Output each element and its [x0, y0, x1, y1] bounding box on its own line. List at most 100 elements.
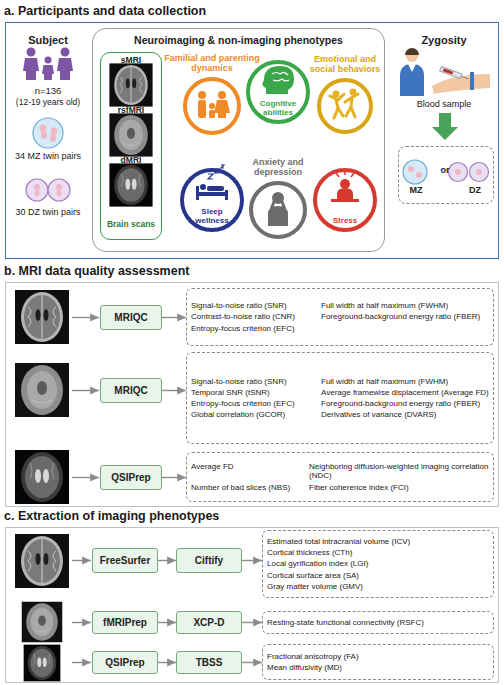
scan-thumbnails [109, 63, 152, 206]
metric-item: Neighboring diffusion-weighted imaging c… [309, 462, 489, 480]
subject-icon [23, 48, 73, 81]
zygosity-box: MZorDZ [398, 146, 494, 204]
info-label: Subject [8, 34, 88, 46]
panel-heading: c. Extraction of imaging phenotypes [4, 509, 219, 523]
metric-item: Global correlation (GCOR) [191, 410, 315, 419]
mz-twin-icon [33, 118, 63, 148]
metric-item: Full width at half maximum (FWHM) [321, 377, 489, 386]
flow-arrow [242, 560, 262, 561]
metric-item: Foreground-background energy ratio (FBER… [321, 399, 489, 408]
process-label: Ciftify [195, 555, 223, 566]
phenotype-label: Anxiety and depression [228, 158, 328, 178]
metric-item: Foreground-background energy ratio (FBER… [321, 312, 489, 321]
process-label: QSIPrep [105, 657, 144, 668]
process-box: MRIQC [100, 305, 162, 330]
process-box: TBSS [176, 651, 242, 674]
phenotype-circle: Cognitive abilities [246, 60, 310, 124]
metric-item: Mean diffusivity (MD) [267, 663, 489, 672]
panel-frame: b. MRI data quality assessmentMRIQCSigna… [5, 282, 499, 507]
info-label: 34 MZ twin pairs [8, 152, 88, 162]
flow-arrow [432, 113, 458, 140]
phenotype-circle: Emotional and social behaviors [317, 78, 373, 134]
metric-item: Derivatives of variance (DVARS) [321, 410, 489, 419]
process-label: fMRIPrep [103, 617, 147, 628]
process-box: fMRIPrep [92, 611, 158, 634]
metric-item: Contrast-to-noise ratio (CNR) [191, 312, 315, 321]
info-label: n=136 [8, 86, 88, 96]
process-box: FreeSurfer [92, 548, 158, 573]
metric-item: Resting-state functional connectivity (R… [267, 618, 489, 627]
metrics-box: Signal-to-noise ratio (SNR) Full width at… [186, 352, 494, 444]
phenotype-label: Emotional and social behaviors [305, 55, 385, 75]
info-label: Zygosity [392, 34, 496, 46]
flow-arrow [158, 622, 176, 623]
scan-label: rsfMRI [101, 105, 161, 115]
group-heading: Neuroimaging & non-imaging phenotypes [93, 34, 384, 46]
metric-item: Gray matter volume (GMV) [267, 582, 489, 591]
flow-arrow [162, 390, 186, 391]
metric-item: Entropy-focus criterion (EFC) [191, 399, 315, 408]
process-label: TBSS [196, 657, 223, 668]
metrics-box: Average FDNeighboring diffusion-weighted… [186, 452, 494, 502]
cognition-icon [262, 66, 294, 94]
mri-thumbnails [15, 290, 69, 681]
metric-item: Entropy-focus criterion (EFC) [191, 324, 315, 333]
process-label: MRIQC [114, 312, 147, 323]
flow-arrow [242, 622, 262, 623]
metric-item: Signal-to-noise ratio (SNR) [191, 301, 315, 310]
scan-group-box: sMRI rsfMRI dMRI Brain scans [100, 52, 162, 240]
metric-item: Temporal SNR (tSNR) [191, 388, 315, 397]
metrics-box: Resting-state functional connectivity (R… [262, 611, 494, 634]
phenotype-circle: Stress [313, 168, 377, 232]
scan-label: Brain scans [101, 219, 161, 229]
process-box: XCP-D [176, 611, 242, 634]
process-box: QSIPrep [92, 651, 158, 674]
anxiety-icon [268, 192, 288, 226]
phenotype-label: Stress [319, 217, 370, 225]
info-label: 30 DZ twin pairs [8, 208, 88, 218]
circle-ring [248, 62, 308, 122]
info-label: (12-19 years old) [8, 98, 88, 107]
group-box: Neuroimaging & non-imaging phenotypes sMR… [92, 28, 385, 252]
flow-arrow [158, 560, 176, 561]
phenotype-label: Sleep wellness [186, 208, 237, 225]
process-label: XCP-D [193, 617, 224, 628]
metric-item: Cortical thickness (CTh) [267, 548, 489, 557]
stress-icon [331, 170, 359, 202]
zygosity-label: DZ [455, 185, 495, 195]
zygosity-icons [403, 160, 489, 184]
social-icon [330, 89, 358, 119]
circle-ring [182, 170, 242, 230]
circle-ring [185, 79, 239, 133]
circle-outline [183, 77, 241, 135]
panel-heading: a. Participants and data collection [4, 4, 206, 18]
circle-outline [249, 181, 307, 239]
phenotype-circle: Sleep wellness [180, 168, 244, 232]
flow-arrow [242, 662, 262, 663]
zygosity-label: MZ [399, 185, 433, 195]
metric-item: Fractional anisotropy (FA) [267, 652, 489, 661]
info-label: Blood sample [392, 100, 496, 110]
panel-heading: b. MRI data quality assessment [4, 264, 189, 278]
metrics-box: Signal-to-noise ratio (SNR)Full width at… [186, 288, 494, 346]
scan-label: dMRI [101, 155, 161, 165]
circle-ring [251, 183, 305, 237]
family-icon [198, 91, 230, 118]
process-box: QSIPrep [100, 465, 162, 490]
circle-ring [319, 80, 371, 132]
process-label: MRIQC [114, 385, 147, 396]
process-box: MRIQC [100, 378, 162, 403]
metric-item: Signal-to-noise ratio (SNR) [191, 377, 315, 386]
dz-twin-icon [26, 179, 70, 201]
panel-frame: a. Participants and data collectionNeuro… [5, 22, 499, 259]
circle-ring [315, 170, 375, 230]
metric-item: Cortical surface area (SA) [267, 571, 489, 580]
flow-arrow [162, 317, 186, 318]
phenotype-circle: Anxiety and depression [249, 181, 307, 239]
scan-label: sMRI [101, 55, 161, 65]
zygosity-label: or [435, 165, 455, 175]
process-label: FreeSurfer [100, 555, 151, 566]
metrics-box: Estimated total intracranial volume (ICV… [262, 530, 494, 598]
metric-item: Number of bad slices (NBS) [191, 483, 303, 492]
metrics-box: Fractional anisotropy (FA) Mean diffusivi… [262, 644, 494, 680]
